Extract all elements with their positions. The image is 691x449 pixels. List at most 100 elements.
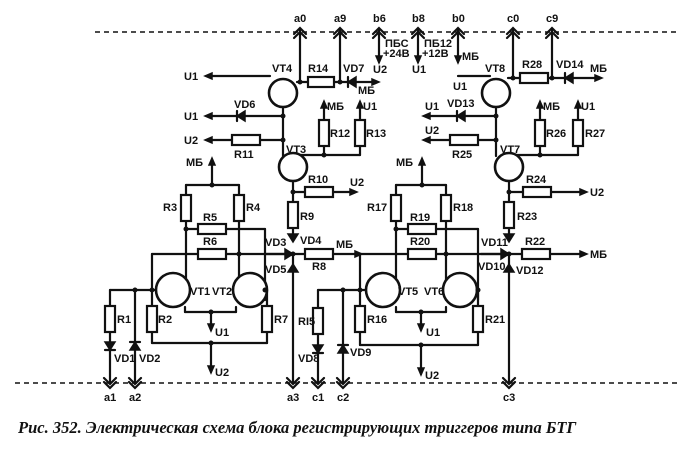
label-r23: R23: [517, 211, 537, 223]
net-mb: МБ: [590, 249, 607, 261]
resistor-r20: [406, 247, 438, 261]
pin-label-b8: b8: [412, 13, 425, 25]
label-r21: R21: [485, 314, 505, 326]
resistor-r17: [389, 193, 403, 223]
transistor-vt5: [364, 271, 402, 309]
pin-b8: b8 ПБ12 +12В U1: [410, 13, 452, 76]
resistor-r10: [303, 185, 335, 199]
net-u2: U2: [425, 125, 439, 137]
label-r8: R8: [312, 261, 326, 273]
label-vt4: VT4: [272, 63, 293, 75]
net-u2: U2: [425, 370, 439, 382]
resistor-r15: [311, 306, 325, 336]
right-output-stage: U1 VT8 R28 VD14 МБ U1 VD13 U2 R25 МБ R26: [421, 59, 607, 385]
resistor-r7: [260, 304, 274, 334]
resistor-r16: [353, 304, 367, 334]
label-vt8: VT8: [485, 63, 505, 75]
resistor-r27: [571, 118, 585, 148]
resistor-r21: [471, 304, 485, 334]
diode-vd13: [455, 109, 466, 123]
resistor-r18: [439, 193, 453, 223]
net-u1: U1: [184, 111, 198, 123]
diode-vd4: [286, 233, 300, 244]
resistor-r2: [145, 304, 159, 334]
diode-vd6: [235, 109, 246, 123]
diode-vd8: [311, 344, 325, 355]
pin-label-c1: c1: [312, 392, 324, 404]
resistor-r11: [230, 133, 262, 147]
note-24v: +24В: [383, 48, 410, 60]
label-vt3: VT3: [286, 144, 306, 156]
transistor-vt4: [267, 77, 299, 109]
bottom-pins: a1 a2 a3 c1 c2 c3: [102, 376, 517, 404]
transistor-vt1: [154, 271, 192, 309]
label-r16: R16: [367, 314, 387, 326]
right-trigger: МБ R17 R18 R19 R20 VT5 VT6 U1: [298, 156, 505, 385]
net-mb: МБ: [327, 101, 344, 113]
pin-label-b0: b0: [452, 13, 465, 25]
transistor-vt7: [493, 151, 525, 183]
label-r26: R26: [546, 128, 566, 140]
label-r9: R9: [300, 211, 314, 223]
diode-vd2: [128, 340, 142, 351]
resistor-r6: [196, 247, 228, 261]
net-u2: U2: [215, 367, 229, 379]
label-r10: R10: [308, 174, 328, 186]
label-r14: R14: [308, 63, 329, 75]
net-mb: МБ: [336, 239, 353, 251]
label-vd8: VD8: [298, 353, 319, 365]
transistor-vt3: [277, 151, 309, 183]
net-u2: U2: [590, 187, 604, 199]
diode-vd7: [346, 75, 357, 89]
pin-c0: c0: [505, 13, 521, 80]
net-u2: U2: [350, 177, 364, 189]
label-vt2: VT2: [212, 286, 232, 298]
label-vd3: VD3: [265, 237, 286, 249]
note-12v: +12В: [422, 48, 449, 60]
pin-label-c9: c9: [546, 13, 558, 25]
pin-label-a2: a2: [129, 392, 141, 404]
net-mb-b0: МБ: [462, 51, 479, 63]
pin-label-c0: c0: [507, 13, 519, 25]
label-r3: R3: [163, 202, 177, 214]
pin-label-c3: c3: [503, 392, 515, 404]
pin-a0: a0: [292, 13, 308, 84]
figure-caption: Рис. 352. Электрическая схема блока реги…: [18, 418, 577, 437]
pin-label-a0: a0: [294, 13, 306, 25]
label-vt1: VT1: [190, 286, 210, 298]
resistor-r22: [520, 247, 552, 261]
resistor-r24: [521, 185, 553, 199]
resistor-r25: [448, 133, 480, 147]
label-r24: R24: [526, 174, 547, 186]
transistor-vt2: [231, 271, 269, 309]
pin-c9: c9: [544, 13, 560, 80]
label-r15: RI5: [298, 316, 315, 328]
pin-label-a1: a1: [104, 392, 116, 404]
net-u1: U1: [453, 81, 467, 93]
label-vt6: VT6: [424, 286, 444, 298]
note-pb12: ПБ12: [424, 38, 452, 50]
resistor-r14: [306, 75, 336, 89]
net-mb: МБ: [543, 101, 560, 113]
diode-vd9: [336, 343, 350, 354]
label-vd7: VD7: [343, 63, 364, 75]
diode-vd11: [502, 233, 516, 244]
diode-vd1: [103, 341, 117, 352]
label-vd6: VD6: [234, 99, 255, 111]
resistor-r13: [353, 118, 367, 148]
label-vd5: VD5: [265, 264, 286, 276]
note-pbs: ПБС: [385, 38, 409, 50]
label-r7: R7: [274, 314, 288, 326]
pin-label-a3: a3: [287, 392, 299, 404]
transistor-vt6: [441, 271, 479, 309]
pin-label-c2: c2: [337, 392, 349, 404]
net-u2-b6: U2: [373, 64, 387, 76]
label-r28: R28: [522, 59, 542, 71]
label-vd2: VD2: [139, 353, 160, 365]
net-mb: МБ: [358, 85, 375, 97]
label-vd11: VD11: [481, 237, 508, 249]
label-r18: R18: [453, 202, 473, 214]
resistor-r8: [303, 247, 335, 261]
net-u2: U2: [184, 135, 198, 147]
